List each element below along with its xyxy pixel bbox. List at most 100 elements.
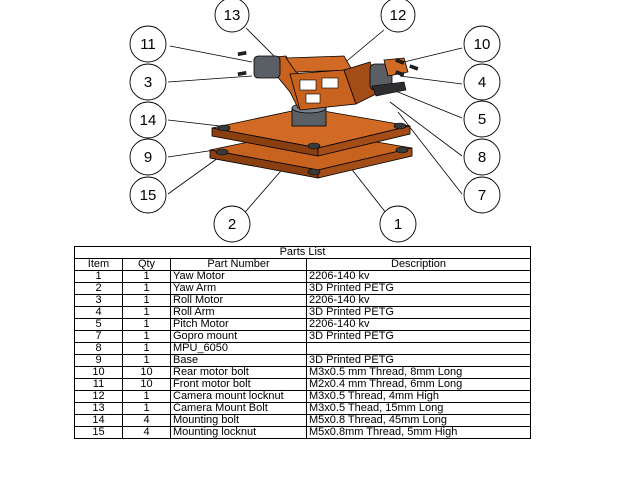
cell-part-number: MPU_6050 (170, 342, 307, 355)
cell-part-number: Gopro mount (170, 330, 307, 343)
balloon-1: 1 (379, 205, 417, 243)
parts-list-title-row: Parts List (73, 246, 532, 259)
pitch-motor (369, 63, 407, 97)
parts-list-title: Parts List (73, 246, 532, 259)
cell-qty: 4 (122, 414, 171, 427)
cell-description: 2206-140 kv (305, 294, 532, 307)
cell-item: 5 (74, 318, 123, 331)
balloon-7: 7 (463, 176, 501, 214)
cell-qty: 1 (122, 270, 171, 283)
cell-description: M2x0.4 mm Thread, 6mm Long (305, 378, 532, 391)
cell-part-number: Front motor bolt (170, 378, 307, 391)
balloon-label: 1 (394, 216, 402, 233)
cell-qty: 10 (122, 378, 171, 391)
cell-description: 2206-140 kv (305, 318, 532, 331)
cell-item: 10 (74, 366, 123, 379)
balloon-label: 11 (140, 36, 156, 53)
cell-qty: 1 (122, 282, 171, 295)
cell-item: 3 (74, 294, 123, 307)
header-item: Item (74, 258, 123, 271)
cell-description: M3x0.5 mm Thread, 8mm Long (305, 366, 532, 379)
balloon-label: 10 (474, 36, 491, 53)
cell-item: 13 (74, 402, 123, 415)
cell-description: 2206-140 kv (305, 270, 532, 283)
cell-description: 3D Printed PETG (305, 330, 532, 343)
balloon-label: 12 (390, 7, 407, 24)
balloon-14: 14 (129, 101, 167, 139)
cell-part-number: Roll Motor (170, 294, 307, 307)
cell-item: 8 (74, 342, 123, 355)
cell-item: 1 (74, 270, 123, 283)
balloon-3: 3 (129, 63, 167, 101)
balloon-label: 4 (478, 74, 486, 91)
cell-description: M5x0.8 Thread, 45mm Long (305, 414, 532, 427)
cell-qty: 1 (122, 306, 171, 319)
balloon-12: 12 (380, 0, 416, 33)
balloon-label: 2 (228, 216, 236, 233)
gimbal-assembly-diagram: 13 12 11 10 3 4 14 5 9 8 15 7 (129, 0, 501, 243)
balloon-label: 15 (140, 187, 157, 204)
balloon-5: 5 (463, 100, 501, 138)
cell-description: 3D Printed PETG (305, 306, 532, 319)
cell-description: 3D Printed PETG (305, 354, 532, 367)
balloon-label: 3 (144, 74, 152, 91)
cell-part-number: Pitch Motor (170, 318, 307, 331)
header-description: Description (305, 258, 532, 271)
balloon-13: 13 (214, 0, 250, 33)
base-plate-upper (211, 107, 411, 157)
cell-qty: 1 (122, 294, 171, 307)
cell-item: 15 (74, 426, 123, 439)
parts-list-table: Parts List Item Qty Part Number Descript… (73, 246, 532, 439)
balloon-label: 14 (140, 112, 157, 129)
mounting-bolts (215, 122, 409, 176)
balloon-label: 9 (144, 149, 152, 166)
cell-part-number: Camera Mount Bolt (170, 402, 307, 415)
cell-qty: 10 (122, 366, 171, 379)
roll-motor (253, 55, 281, 79)
cell-part-number: Rear motor bolt (170, 366, 307, 379)
cell-part-number: Yaw Motor (170, 270, 307, 283)
balloon-label: 7 (478, 187, 486, 204)
cell-part-number: Mounting locknut (170, 426, 307, 439)
cell-qty: 1 (122, 342, 171, 355)
cell-item: 4 (74, 306, 123, 319)
parts-list-header-row: Item Qty Part Number Description (74, 258, 532, 271)
motor-bolts (237, 51, 419, 77)
balloon-label: 13 (224, 7, 241, 24)
balloon-label: 8 (478, 149, 486, 166)
cell-qty: 1 (122, 318, 171, 331)
cell-description: M3x0.5 Thread, 4mm High (305, 390, 532, 403)
cell-item: 12 (74, 390, 123, 403)
cell-item: 11 (74, 378, 123, 391)
cell-qty: 1 (122, 390, 171, 403)
balloon-2: 2 (213, 205, 251, 243)
cell-part-number: Base (170, 354, 307, 367)
balloon-9: 9 (129, 138, 167, 176)
cell-qty: 4 (122, 426, 171, 439)
balloon-11: 11 (129, 25, 167, 63)
cell-qty: 1 (122, 354, 171, 367)
cell-item: 2 (74, 282, 123, 295)
header-part-number: Part Number (170, 258, 307, 271)
cell-part-number: Camera mount locknut (170, 390, 307, 403)
cell-item: 9 (74, 354, 123, 367)
cell-item: 14 (74, 414, 123, 427)
cell-description: 3D Printed PETG (305, 282, 532, 295)
balloon-4: 4 (463, 63, 501, 101)
cell-qty: 1 (122, 330, 171, 343)
cell-item: 7 (74, 330, 123, 343)
cell-description (305, 342, 532, 355)
cell-description: M3x0.5 Thead, 15mm Long (305, 402, 532, 415)
